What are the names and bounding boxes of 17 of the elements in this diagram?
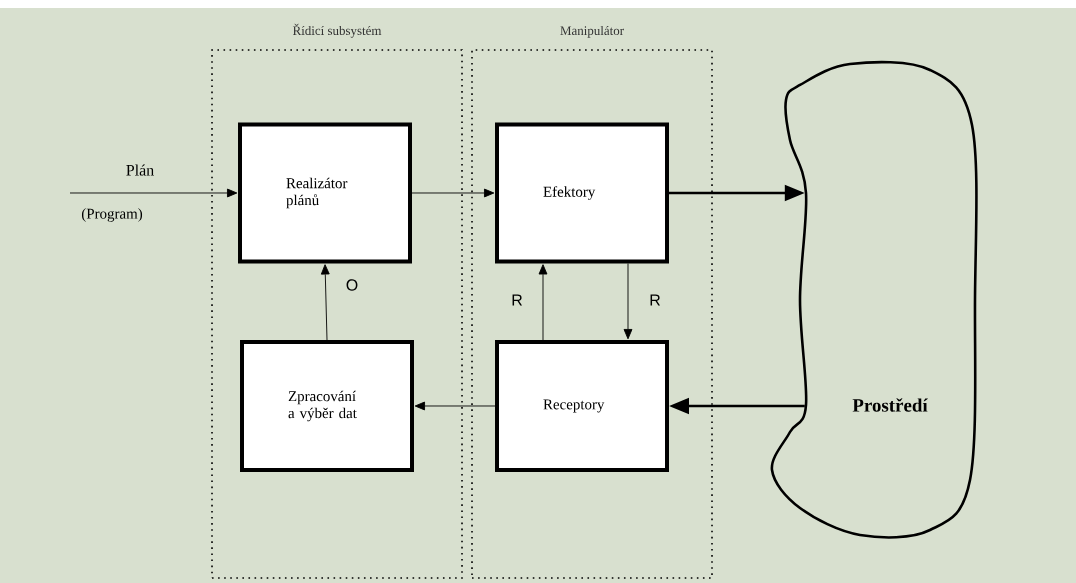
arrow [414, 401, 496, 411]
edge-label: O [346, 279, 358, 291]
process-box: Zpracování a výběr dat [240, 340, 414, 472]
edge-label: Plán [126, 164, 154, 176]
arrow [69, 188, 238, 198]
edge-label: R [512, 294, 522, 306]
process-box: Realizátor plánů [238, 122, 412, 264]
node-label: Řídicí subsystém [292, 23, 382, 38]
process-box: Efektory [495, 122, 669, 264]
arrow [320, 264, 330, 341]
process-box: Receptory [495, 340, 669, 472]
arrow [538, 264, 548, 341]
arrow [411, 188, 495, 198]
edge-label: R [650, 294, 660, 306]
node-label: Manipulátor [560, 25, 624, 38]
arrow [623, 263, 633, 340]
note-text: (Program) [81, 208, 143, 222]
